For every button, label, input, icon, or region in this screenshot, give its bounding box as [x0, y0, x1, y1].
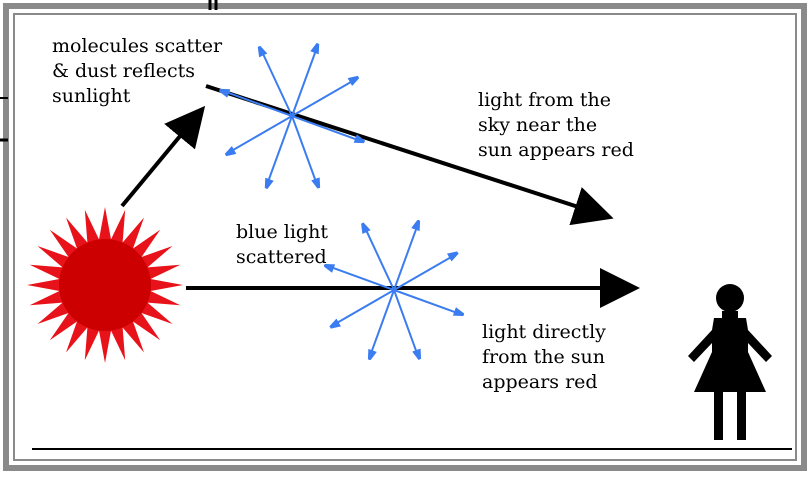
sun-icon [27, 207, 183, 363]
scatter-arrow [291, 115, 318, 187]
blue-light-scattered-label: blue light scattered [236, 221, 328, 268]
scatter-arrow [393, 254, 456, 291]
sky-light-label: light from the sky near the sun appears … [478, 89, 634, 161]
scatter-arrow [326, 265, 395, 291]
scatter-arrow [291, 79, 357, 117]
arrow-sun-to-molecules [120, 105, 206, 208]
person-icon [688, 284, 772, 440]
molecules-scatter-label: molecules scatter & dust reflects sunlig… [52, 35, 223, 107]
scatter-arrow [266, 115, 293, 187]
direct-light-label: light directly from the sun appears red [482, 321, 606, 393]
scatter-arrow [332, 289, 395, 326]
scatter-arrow [227, 115, 293, 154]
scatter-arrow [369, 289, 395, 358]
scatter-arrow [393, 222, 419, 291]
arrow-sky-light [205, 84, 614, 226]
scatter-arrow [222, 90, 293, 117]
scatter-arrow [393, 289, 462, 315]
scatter-arrow [291, 46, 318, 117]
sun-disc [59, 239, 151, 331]
scatter-arrow [393, 289, 419, 358]
scatter-burst-lower [326, 222, 461, 357]
scatter-arrow [291, 115, 363, 142]
scatter-arrow [260, 48, 293, 117]
scatter-arrow [364, 225, 395, 291]
scatter-burst-upper [222, 46, 363, 187]
